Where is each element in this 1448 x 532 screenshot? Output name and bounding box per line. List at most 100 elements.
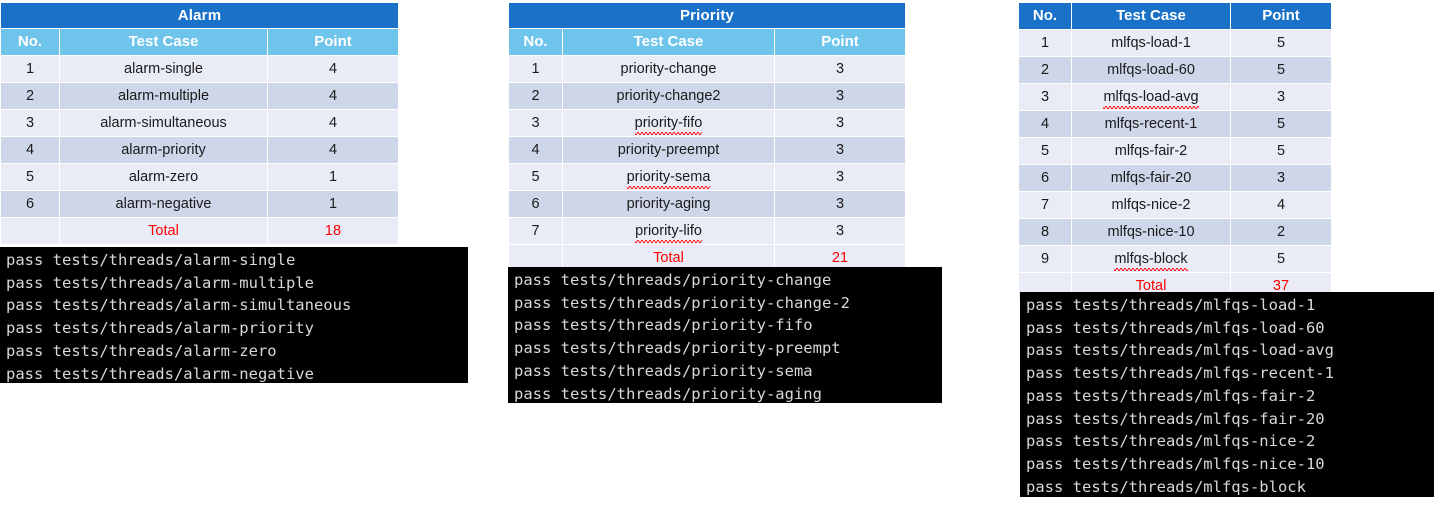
cell-test-case: mlfqs-nice-10 [1072,219,1230,245]
spellcheck-underline: priority-fifo [634,110,702,136]
cell-point: 1 [268,164,398,190]
cell-test-case: alarm-negative [60,191,267,217]
cell-no: 8 [1019,219,1071,245]
terminal-line: pass tests/threads/mlfqs-load-avg [1026,341,1334,360]
column-header-test-case: Test Case [1072,3,1230,29]
cell-test-case: mlfqs-load-1 [1072,30,1230,56]
total-label: Total [60,218,267,244]
test-case-text: mlfqs-nice-10 [1107,224,1195,240]
terminal-line: pass tests/threads/mlfqs-recent-1 [1026,364,1334,383]
cell-point: 3 [775,218,905,244]
column-header-point: Point [268,29,398,55]
priority-title: Priority [509,3,905,28]
alarm-title-row: Alarm [1,3,398,28]
cell-no: 1 [1019,30,1071,56]
cell-test-case: mlfqs-block [1072,246,1230,272]
cell-no: 2 [509,83,562,109]
cell-point: 1 [268,191,398,217]
table-row: 8 mlfqs-nice-10 2 [1019,219,1331,245]
cell-test-case: mlfqs-recent-1 [1072,111,1230,137]
test-case-text: alarm-zero [128,169,199,185]
test-case-text: alarm-negative [115,196,212,212]
cell-no: 4 [1,137,59,163]
terminal-line: pass tests/threads/alarm-multiple [6,273,314,292]
cell-no: 9 [1019,246,1071,272]
terminal-line: pass tests/threads/mlfqs-nice-10 [1026,454,1325,473]
cell-test-case: priority-change [563,56,774,82]
cell-total-spacer [1,218,59,244]
cell-no: 3 [1019,84,1071,110]
cell-no: 1 [1,56,59,82]
cell-test-case: priority-fifo [563,110,774,136]
cell-test-case: priority-lifo [563,218,774,244]
alarm-title: Alarm [1,3,398,28]
cell-point: 4 [268,110,398,136]
test-case-text: mlfqs-recent-1 [1104,116,1198,132]
test-case-text: priority-sema [626,169,711,185]
terminal-line: pass tests/threads/alarm-negative [6,364,314,383]
cell-test-case: mlfqs-fair-2 [1072,138,1230,164]
column-header-no: No. [1019,3,1071,29]
cell-test-case: alarm-multiple [60,83,267,109]
test-case-text: alarm-simultaneous [100,115,227,131]
cell-point: 5 [1231,30,1331,56]
terminal-line: pass tests/threads/priority-change [514,271,832,289]
cell-point: 5 [1231,111,1331,137]
cell-no: 6 [509,191,562,217]
test-case-text: mlfqs-fair-2 [1114,143,1188,159]
cell-no: 7 [509,218,562,244]
cell-test-case: mlfqs-nice-2 [1072,192,1230,218]
cell-point: 3 [775,83,905,109]
test-case-text: priority-aging [626,196,711,212]
spellcheck-underline: priority-sema [626,164,711,190]
terminal-line: pass tests/threads/priority-fifo [514,316,813,335]
cell-no: 3 [509,110,562,136]
cell-test-case: priority-change2 [563,83,774,109]
cell-point: 3 [775,110,905,136]
table-row: 7 priority-lifo 3 [509,218,905,244]
cell-point: 4 [268,137,398,163]
test-case-text: mlfqs-load-60 [1107,62,1195,78]
cell-test-case: mlfqs-load-60 [1072,57,1230,83]
terminal-line: pass tests/threads/mlfqs-fair-20 [1026,409,1325,428]
terminal-line: pass tests/threads/mlfqs-load-60 [1026,318,1325,337]
priority-title-row: Priority [509,3,905,28]
cell-point: 3 [775,56,905,82]
test-case-text: mlfqs-fair-20 [1110,170,1192,186]
terminal-line: pass tests/threads/priority-change-2 [514,293,850,312]
cell-point: 4 [268,56,398,82]
column-header-no: No. [1,29,59,55]
cell-test-case: alarm-simultaneous [60,110,267,136]
table-row: 3 priority-fifo 3 [509,110,905,136]
cell-no: 5 [1,164,59,190]
cell-test-case: alarm-zero [60,164,267,190]
column-header-no: No. [509,29,562,55]
terminal-line: pass tests/threads/alarm-zero [6,341,277,360]
test-case-text: priority-change [620,61,717,77]
spellcheck-underline: priority-lifo [635,218,702,244]
cell-no: 4 [509,137,562,163]
priority-terminal-output: pass tests/threads/priority-change pass t… [508,267,942,403]
total-value: 21 [775,245,905,271]
cell-point: 4 [268,83,398,109]
cell-point: 2 [1231,219,1331,245]
